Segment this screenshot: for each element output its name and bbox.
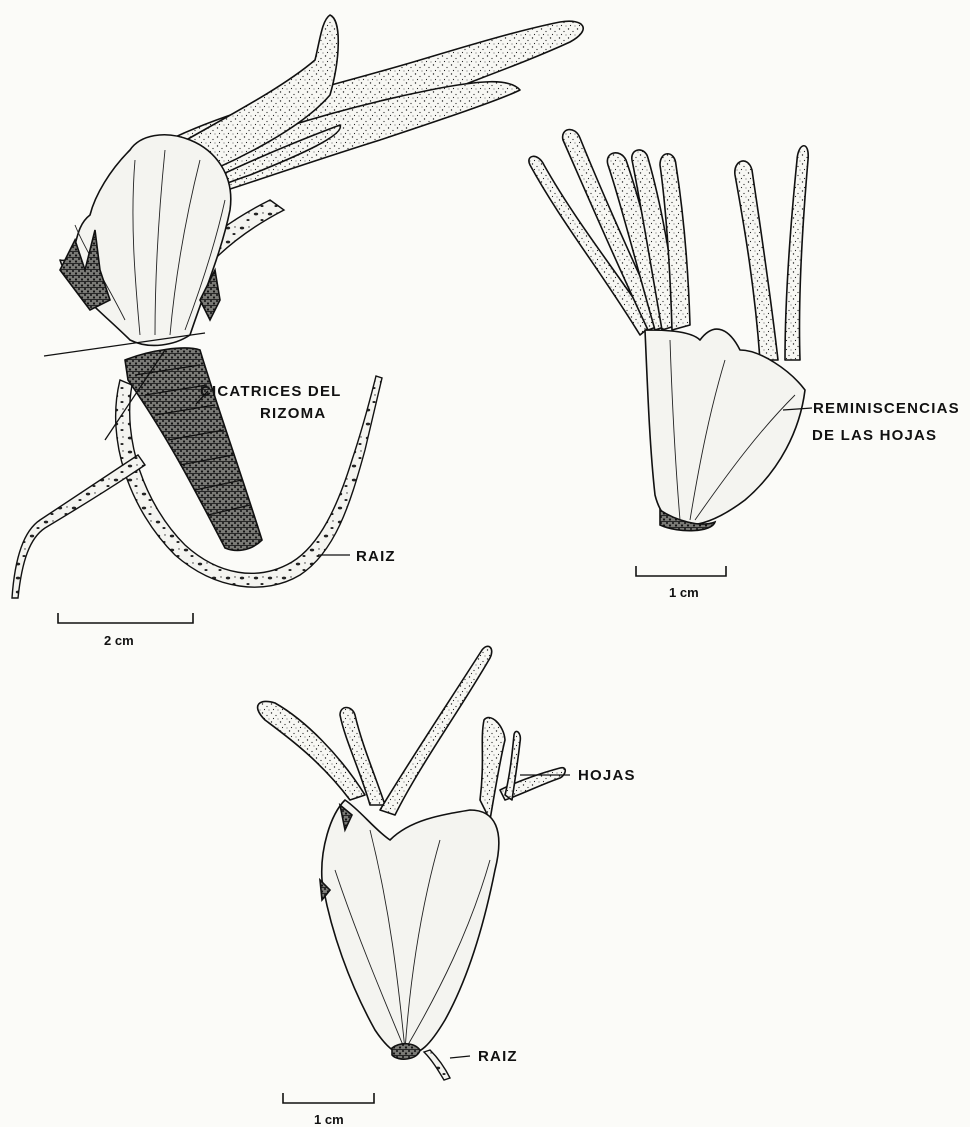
root-bottom — [424, 1050, 450, 1080]
specimen-top-left: CICATRICES DEL RIZOMA RAIZ 2 cm — [12, 15, 583, 648]
scale-bar-bottom: 1 cm — [283, 1093, 374, 1127]
leaves-top-right — [529, 130, 808, 360]
scale-label-top-left: 2 cm — [104, 633, 134, 648]
label-leaf-remnants-1: REMINISCENCIAS — [813, 400, 960, 417]
label-rhizome-scars-2: RIZOMA — [260, 405, 326, 422]
tuft-top-left — [60, 135, 231, 346]
label-root-top-left: RAIZ — [356, 548, 396, 565]
label-root-bottom: RAIZ — [478, 1048, 518, 1065]
label-leaves: HOJAS — [578, 767, 636, 784]
label-leaf-remnants-2: DE LAS HOJAS — [812, 427, 937, 444]
label-rhizome-scars-1: CICATRICES DEL — [200, 383, 342, 400]
leader-root-bottom — [450, 1056, 470, 1058]
specimen-bottom: HOJAS RAIZ 1 cm — [258, 646, 636, 1127]
scale-bar-top-right: 1 cm — [636, 566, 726, 600]
scale-label-top-right: 1 cm — [669, 585, 699, 600]
leaves-bottom — [258, 646, 566, 820]
base-top-right — [645, 329, 805, 531]
specimen-top-right: REMINISCENCIAS DE LAS HOJAS 1 cm — [529, 130, 960, 600]
scale-bar-top-left: 2 cm — [58, 613, 193, 648]
base-bottom — [320, 800, 499, 1059]
scale-label-bottom: 1 cm — [314, 1112, 344, 1127]
